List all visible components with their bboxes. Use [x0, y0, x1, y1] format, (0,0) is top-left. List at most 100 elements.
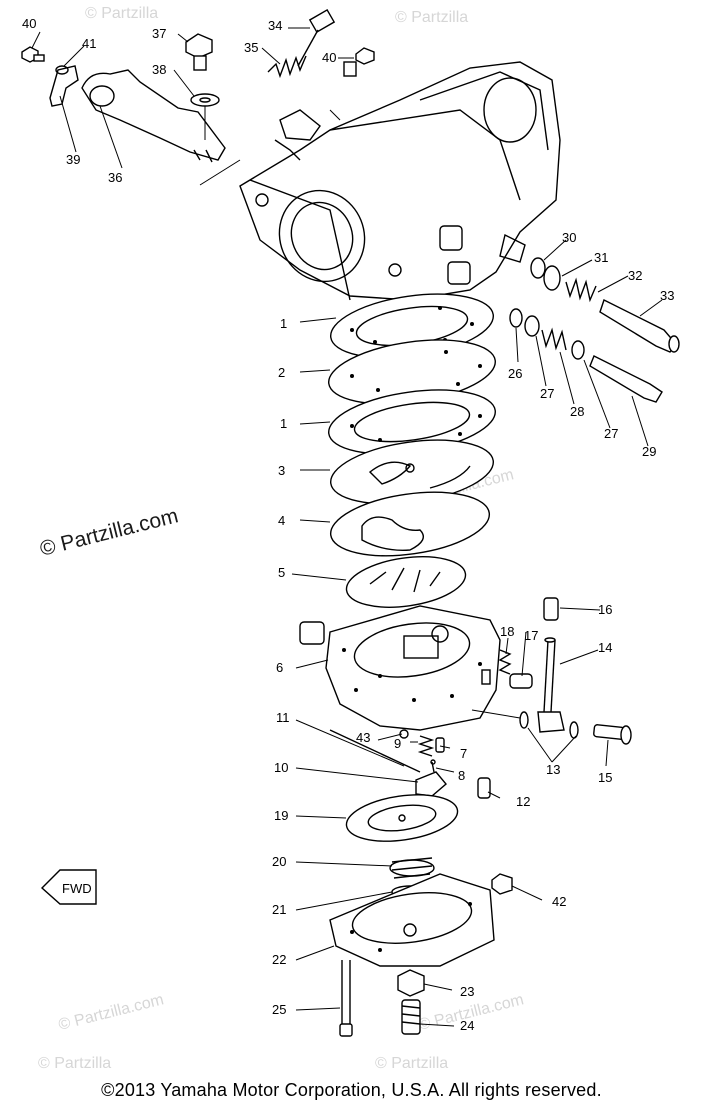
callout-3: 3 [278, 463, 285, 478]
callout-4: 4 [278, 513, 285, 528]
callout-27: 27 [604, 426, 618, 441]
callout-13: 13 [546, 762, 560, 777]
callout-25: 25 [272, 1002, 286, 1017]
leader-lines [31, 27, 663, 1027]
diaphragm-5 [345, 556, 467, 608]
copyright-notice: ©2013 Yamaha Motor Corporation, U.S.A. A… [101, 1080, 602, 1100]
idle-screw-34 [297, 8, 336, 67]
callout-15: 15 [598, 770, 612, 785]
spring-18 [498, 649, 512, 675]
washer-27-upper [524, 315, 540, 337]
callout-10: 10 [274, 760, 288, 775]
bolt-40-left [21, 46, 45, 63]
needle-valve-7 [435, 737, 445, 753]
callout-labels: 40 41 39 36 37 38 34 35 40 30 31 32 33 2… [22, 16, 674, 1033]
callout-26: 26 [508, 366, 522, 381]
callout-23: 23 [460, 984, 474, 999]
bolt-24 [401, 999, 421, 1035]
needle-29 [589, 355, 663, 403]
callout-31: 31 [594, 250, 608, 265]
assembly-line [199, 106, 241, 186]
bolt-42 [491, 873, 513, 895]
callout-40: 40 [22, 16, 36, 31]
spring-9 [417, 735, 435, 757]
spring-28 [541, 327, 567, 351]
callout-1: 1 [280, 316, 287, 331]
shaft-11 [329, 729, 421, 773]
callout-42: 42 [552, 894, 566, 909]
callout-7: 7 [460, 746, 467, 761]
bolt-40-top [343, 47, 375, 77]
callout-36: 36 [108, 170, 122, 185]
carb-lower-body-6 [299, 605, 501, 731]
pin-16 [543, 597, 559, 621]
callout-17: 17 [524, 628, 538, 643]
bolt-15 [593, 724, 632, 745]
callout-2: 2 [278, 365, 285, 380]
pipe-14 [537, 637, 565, 733]
assembly-line [329, 109, 341, 121]
callout-9: 9 [394, 736, 401, 751]
washer-27-lower [571, 340, 585, 360]
callout-30: 30 [562, 230, 576, 245]
callout-19: 19 [274, 808, 288, 823]
callout-37: 37 [152, 26, 166, 41]
callout-29: 29 [642, 444, 656, 459]
callout-32: 32 [628, 268, 642, 283]
pump-plate-3 [329, 439, 495, 505]
callout-34: 34 [268, 18, 282, 33]
callout-27: 27 [540, 386, 554, 401]
callout-20: 20 [272, 854, 286, 869]
partzilla-watermark: © Partzilla.com [38, 504, 181, 561]
callout-21: 21 [272, 902, 286, 917]
bracket-39 [49, 65, 79, 107]
choke-lever-bracket-36 [81, 69, 226, 163]
callout-35: 35 [244, 40, 258, 55]
callout-43: 43 [356, 730, 370, 745]
callout-38: 38 [152, 62, 166, 77]
callout-16: 16 [598, 602, 612, 617]
watermark: © Partzilla [38, 1055, 111, 1072]
fwd-label: FWD [62, 881, 92, 896]
callout-40: 40 [322, 50, 336, 65]
callout-28: 28 [570, 404, 584, 419]
callout-18: 18 [500, 624, 514, 639]
cover-22 [329, 873, 495, 967]
ring-26 [509, 308, 523, 328]
callout-1: 1 [280, 416, 287, 431]
callout-11: 11 [276, 710, 290, 725]
needle-33 [599, 299, 680, 353]
watermark: © Partzilla [375, 1055, 448, 1072]
watermark: © Partzilla [395, 9, 468, 26]
forward-arrow-badge: FWD [40, 869, 97, 905]
callout-12: 12 [516, 794, 530, 809]
screw-17 [509, 673, 533, 689]
callout-39: 39 [66, 152, 80, 167]
spring-32 [565, 277, 597, 303]
pin-8 [430, 759, 436, 773]
carburetor-body [239, 61, 561, 301]
callout-24: 24 [460, 1018, 474, 1033]
spring-20 [389, 857, 435, 879]
bolt-25 [339, 960, 353, 1037]
ring-30 [530, 257, 546, 279]
washer-41 [55, 65, 69, 75]
screw-12 [477, 777, 491, 799]
callout-33: 33 [660, 288, 674, 303]
gasket-4 [329, 491, 491, 557]
watermark: © Partzilla [85, 5, 158, 22]
cap-37 [185, 33, 213, 71]
callout-22: 22 [272, 952, 286, 967]
spring-35 [267, 55, 307, 79]
gasket-1-lower [328, 389, 496, 455]
watermark: © Partzilla.com [57, 991, 166, 1034]
washer-31 [543, 265, 561, 291]
washer-38 [190, 93, 220, 107]
diaphragm-19 [345, 794, 459, 842]
assembly-line [471, 709, 521, 719]
callout-6: 6 [276, 660, 283, 675]
callout-41: 41 [82, 36, 96, 51]
callout-5: 5 [278, 565, 285, 580]
lever-10 [415, 771, 447, 797]
